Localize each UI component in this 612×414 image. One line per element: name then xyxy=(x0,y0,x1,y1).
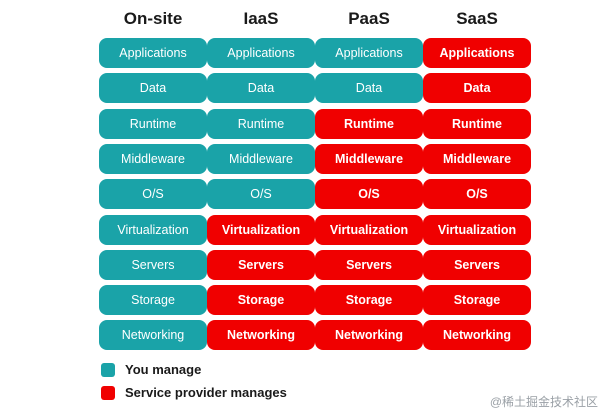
layer-cell: Servers xyxy=(99,250,207,280)
layer-cell: Data xyxy=(207,73,315,103)
layer-cell: O/S xyxy=(423,179,531,209)
layer-cell: Middleware xyxy=(423,144,531,174)
legend-swatch-you-manage xyxy=(101,363,115,377)
layer-cell: Virtualization xyxy=(99,215,207,245)
layer-cell: O/S xyxy=(207,179,315,209)
column-header-on-site: On-site xyxy=(123,9,183,28)
layer-cell: Runtime xyxy=(99,109,207,139)
layer-cell: Storage xyxy=(207,285,315,315)
layer-cell: Data xyxy=(99,73,207,103)
layer-cell: Storage xyxy=(99,285,207,315)
layer-cell: Applications xyxy=(423,38,531,68)
layer-cell: Networking xyxy=(315,320,423,350)
legend-label-provider-manages: Service provider manages xyxy=(125,385,287,400)
layer-cell: Servers xyxy=(423,250,531,280)
layer-cell: O/S xyxy=(315,179,423,209)
column-header-saas: SaaS xyxy=(456,9,498,28)
layer-cell: Applications xyxy=(207,38,315,68)
layer-cell: O/S xyxy=(99,179,207,209)
layer-cell: Networking xyxy=(423,320,531,350)
layer-cell: Data xyxy=(315,73,423,103)
layer-cell: Servers xyxy=(207,250,315,280)
layer-cell: Virtualization xyxy=(207,215,315,245)
layer-cell: Networking xyxy=(99,320,207,350)
column-header-paas: PaaS xyxy=(348,9,390,28)
layer-cell: Storage xyxy=(315,285,423,315)
layer-cell: Runtime xyxy=(315,109,423,139)
layer-cell: Runtime xyxy=(423,109,531,139)
legend-swatch-provider-manages xyxy=(101,386,115,400)
layer-cell: Data xyxy=(423,73,531,103)
layer-cell: Runtime xyxy=(207,109,315,139)
layer-cell: Storage xyxy=(423,285,531,315)
watermark: @稀土掘金技术社区 xyxy=(489,395,598,409)
layer-cell: Applications xyxy=(315,38,423,68)
legend-label-you-manage: You manage xyxy=(125,362,202,377)
layer-cell: Networking xyxy=(207,320,315,350)
layer-cell: Virtualization xyxy=(423,215,531,245)
layer-cell: Virtualization xyxy=(315,215,423,245)
layer-cell: Middleware xyxy=(315,144,423,174)
column-header-iaas: IaaS xyxy=(243,9,279,28)
layer-cell: Middleware xyxy=(99,144,207,174)
layer-cell: Applications xyxy=(99,38,207,68)
layer-cell: Middleware xyxy=(207,144,315,174)
layer-cell: Servers xyxy=(315,250,423,280)
